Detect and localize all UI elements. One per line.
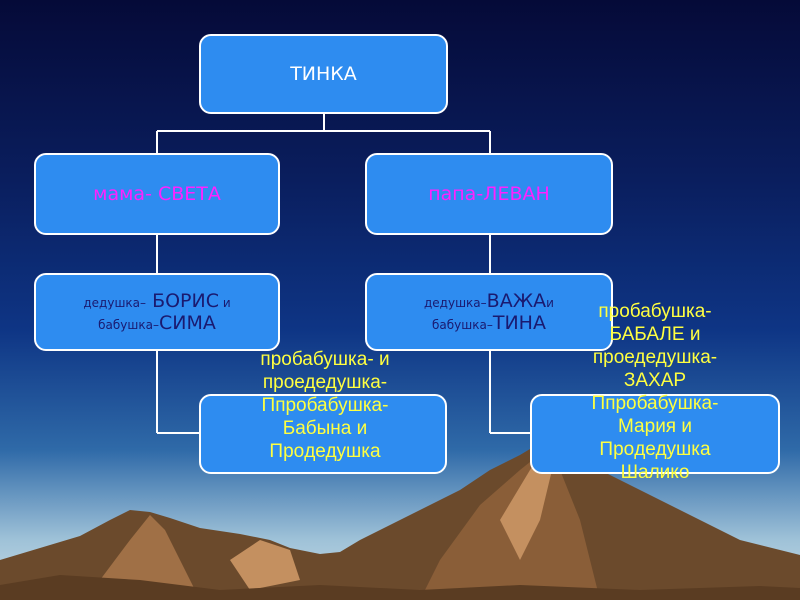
grandmother-name: СИМА [159, 312, 216, 334]
text-line: пробабушка- [520, 300, 790, 323]
text-line: Бабына и [200, 417, 450, 440]
text-line: Прoдедушка [200, 440, 450, 463]
grandfather-title: дедушка– [424, 296, 487, 310]
grandmother-title: бабушка– [432, 318, 493, 332]
left-great-grandparents-text: пробабушка- и проедедушка- Ппробабушка- … [200, 348, 450, 463]
mother-label: мама- СВЕТА [93, 183, 221, 205]
father-label: папа-ЛЕВАН [428, 183, 550, 205]
text-line: БАБАЛЕ и [520, 323, 790, 346]
conjunction: и [219, 296, 231, 310]
text-line: Мария и [520, 415, 790, 438]
maternal-grandparents-box: дедушка– БОРИС и бабушка–СИМА [34, 273, 280, 351]
grandfather-title: дедушка– [83, 296, 146, 310]
grandfather-name: БОРИС [146, 290, 219, 312]
root-box: ТИНКА [199, 34, 448, 114]
grandfather-line: дедушка– БОРИС и [83, 290, 230, 312]
text-line: проедедушка- [200, 371, 450, 394]
root-label: ТИНКА [290, 63, 357, 85]
mother-box: мама- СВЕТА [34, 153, 280, 235]
text-line: Прoдедушка [520, 438, 790, 461]
grandmother-title: бабушка– [98, 318, 159, 332]
right-great-grandparents-text: пробабушка- БАБАЛЕ и проедедушка- ЗАХАР … [520, 300, 790, 484]
text-line: пробабушка- и [200, 348, 450, 371]
text-line: Ппробабушка- [520, 392, 790, 415]
grandmother-line: бабушка–СИМА [98, 312, 216, 334]
text-line: проедедушка- [520, 346, 790, 369]
text-line: Шалико [520, 461, 790, 484]
text-line: ЗАХАР [520, 369, 790, 392]
text-line: Ппробабушка- [200, 394, 450, 417]
father-box: папа-ЛЕВАН [365, 153, 613, 235]
